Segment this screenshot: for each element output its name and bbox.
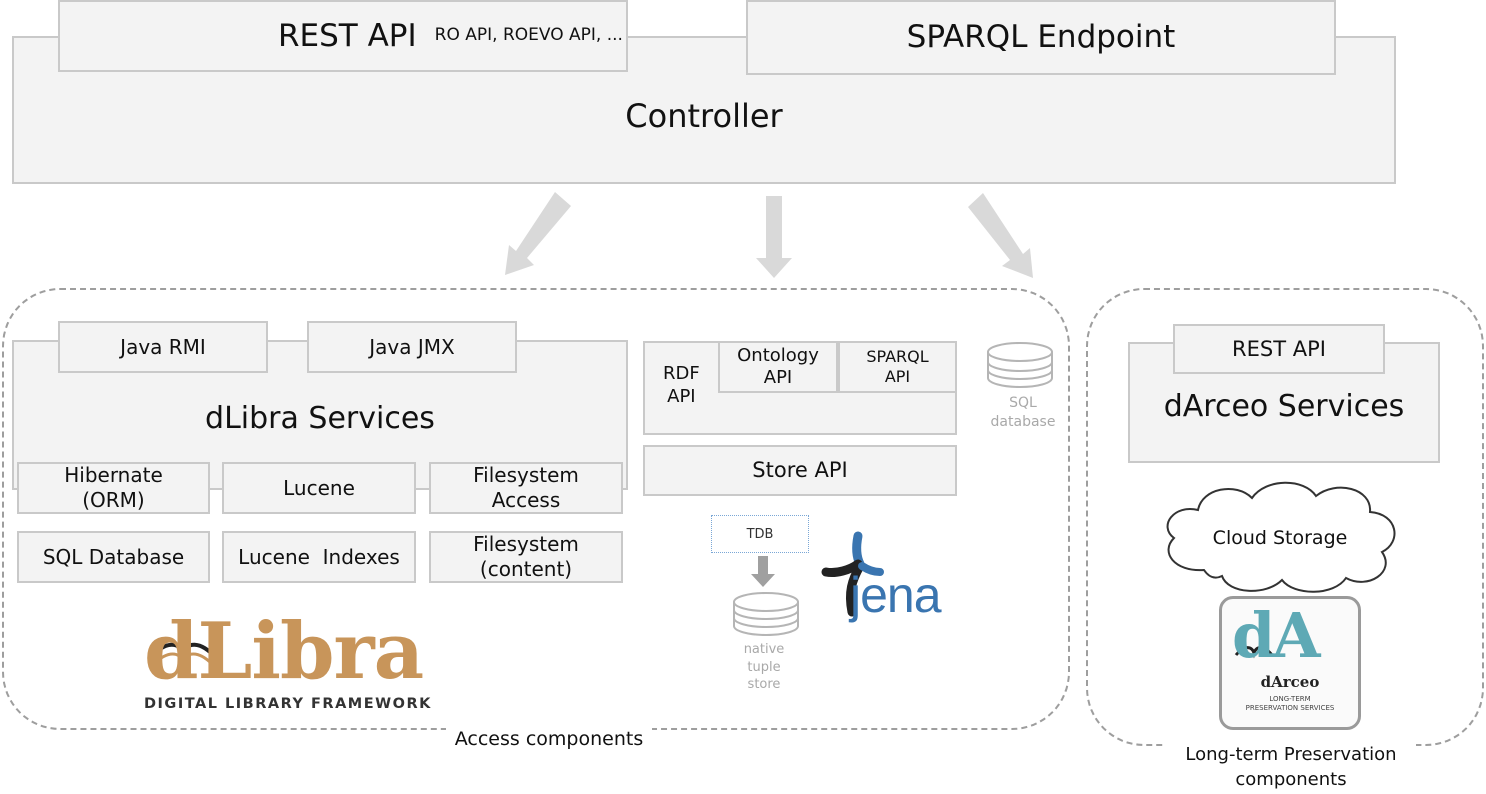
dlibra-logo-text: dLibra (144, 606, 424, 697)
sql-database-box: SQL Database (17, 531, 210, 583)
access-components-caption: Access components (446, 728, 652, 750)
java-rmi-label: Java RMI (120, 334, 206, 359)
lucene-label: Lucene (283, 475, 355, 500)
database-icon (733, 592, 799, 636)
database-icon (987, 342, 1053, 388)
java-jmx-label: Java JMX (369, 334, 455, 359)
down-arrow-icon (968, 193, 1033, 278)
filesystem-content-label: Filesystem (content) (473, 532, 579, 581)
filesystem-access-label: Filesystem Access (473, 463, 579, 512)
darceo-rest-api-box: REST API (1173, 324, 1385, 374)
rest-api-box: REST API RO API, ROEVO API, ... (58, 0, 628, 72)
sparql-api-box: SPARQL API (838, 341, 957, 393)
lucene-indexes-label: Lucene Indexes (238, 544, 400, 569)
sql-database-caption: SQL database (990, 395, 1056, 430)
java-rmi-box: Java RMI (58, 321, 268, 373)
tdb-label: TDB (746, 526, 774, 542)
filesystem-content-box: Filesystem (content) (429, 531, 623, 583)
darceo-logo-tagline: LONG-TERM PRESERVATION SERVICES (1245, 695, 1335, 713)
darceo-logo-mark: dA (1232, 599, 1320, 672)
darceo-rest-api-label: REST API (1232, 336, 1326, 361)
ontology-api-box: Ontology API (718, 341, 838, 393)
java-jmx-box: Java JMX (307, 321, 517, 373)
open-book-icon (148, 642, 218, 668)
darceo-logo-name: dArceo (1260, 673, 1320, 691)
cloud-storage-label: Cloud Storage (1212, 527, 1348, 549)
preservation-caption: Long-term Preservation components (1166, 742, 1416, 793)
hibernate-box: Hibernate (ORM) (17, 462, 210, 514)
rest-api-label: REST API (278, 17, 417, 54)
native-tuple-store-caption: native tuple store (743, 642, 785, 693)
store-api-label: Store API (752, 458, 848, 483)
rest-api-sublabel: RO API, ROEVO API, ... (434, 25, 623, 46)
hibernate-label: Hibernate (ORM) (64, 463, 163, 512)
jena-logo-text: Jena (850, 567, 942, 623)
darceo-logo-text: dA (1232, 599, 1320, 672)
down-arrow-icon (505, 192, 571, 275)
dlibra-services-label: dLibra Services (205, 401, 435, 436)
dlibra-logo: dLibra DIGITAL LIBRARY FRAMEWORK (140, 606, 480, 716)
dlibra-logo-tagline: DIGITAL LIBRARY FRAMEWORK (144, 696, 432, 712)
rdf-api-label: RDF API (663, 363, 700, 407)
controller-label: Controller (625, 97, 783, 135)
jena-feather-icon (821, 531, 884, 617)
sparql-endpoint-label: SPARQL Endpoint (906, 19, 1176, 56)
filesystem-access-box: Filesystem Access (429, 462, 623, 514)
sparql-endpoint-box: SPARQL Endpoint (746, 0, 1336, 75)
sql-database-label: SQL Database (42, 544, 185, 569)
tdb-box: TDB (711, 515, 809, 553)
ontology-api-label: Ontology API (737, 344, 819, 389)
arrows-group (505, 192, 1033, 278)
lucene-indexes-box: Lucene Indexes (222, 531, 416, 583)
store-api-box: Store API (643, 445, 957, 496)
down-arrow-icon (756, 196, 792, 278)
cloud-icon (1166, 481, 1396, 593)
down-arrow-icon (751, 556, 775, 587)
darceo-logo: dA dArceo LONG-TERM PRESERVATION SERVICE… (1219, 596, 1361, 730)
open-book-icon (1234, 646, 1274, 659)
sparql-api-label: SPARQL API (866, 347, 929, 386)
darceo-services-label: dArceo Services (1163, 389, 1405, 424)
lucene-box: Lucene (222, 462, 416, 514)
jena-logo: Jena (821, 531, 962, 628)
